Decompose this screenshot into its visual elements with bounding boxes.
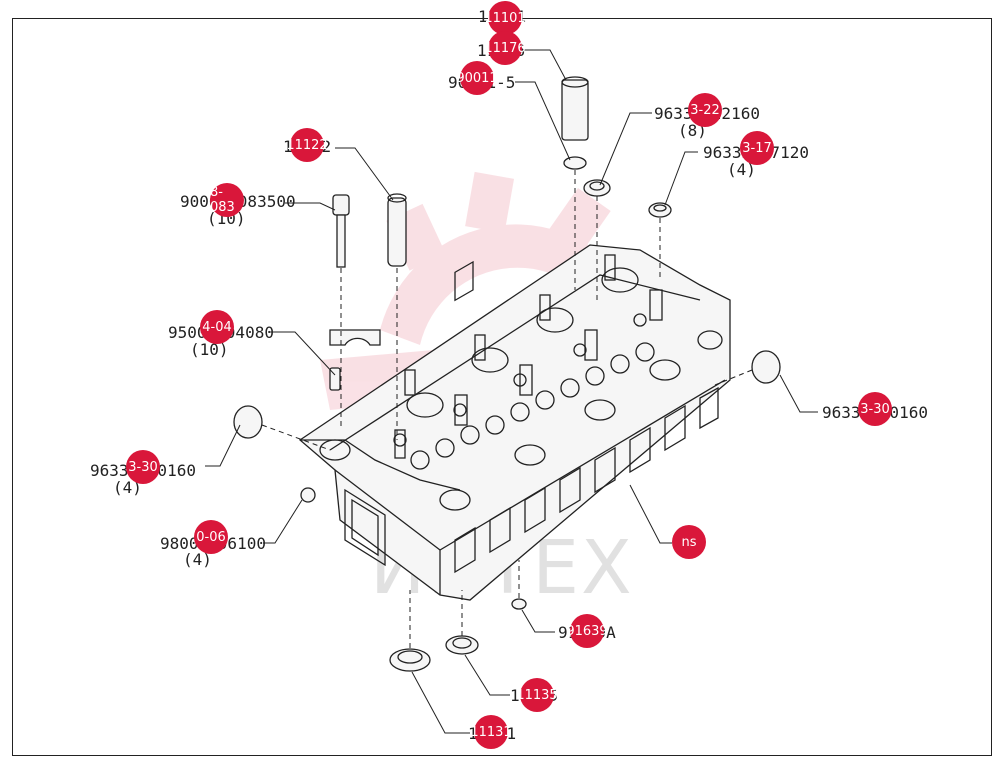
part-qty-98000-06100: (4)	[183, 550, 212, 569]
cam-cap	[329, 329, 381, 346]
valve-guide	[387, 193, 407, 267]
hotspot-badge-11122[interactable]: 11122	[286, 128, 328, 162]
cylinder-head	[298, 244, 731, 601]
hotspot-badge-90011[interactable]: 90011	[456, 61, 498, 95]
hotspot-badge-96333-30-right[interactable]: 3-30	[858, 392, 892, 426]
hotspot-badge-91639[interactable]: 91639	[566, 614, 608, 648]
bolt	[332, 194, 350, 268]
bottom-seals	[389, 598, 527, 672]
ball-plug	[300, 487, 316, 503]
dowel-pin	[329, 367, 341, 391]
part-qty-96333-17120: (4)	[727, 160, 756, 179]
part-qty-95004-04080: (10)	[190, 340, 229, 359]
hotspot-badge-96333-22[interactable]: 3-22	[688, 93, 722, 127]
hotspot-badge-11101[interactable]: 11101	[484, 1, 526, 35]
hotspot-badge-95004-04[interactable]: 4-04	[200, 310, 234, 344]
injector-sleeve	[561, 76, 589, 170]
hotspot-badge-11135[interactable]: 11135	[516, 678, 558, 712]
hotspot-badge-11176[interactable]: 11176	[484, 31, 526, 65]
hotspot-badge-96333-30-left[interactable]: 3-30	[126, 450, 160, 484]
part-qty-96333-30160-left: (4)	[113, 478, 142, 497]
hotspot-badge-98000-06[interactable]: 0-06	[194, 520, 228, 554]
hotspot-badge-90068-083[interactable]: 8-083	[210, 183, 244, 217]
oil-seal-top	[583, 179, 672, 218]
plug-left	[233, 350, 781, 439]
hotspot-badge-96333-17[interactable]: 3-17	[740, 131, 774, 165]
hotspot-badge-ns[interactable]: ns	[672, 525, 706, 559]
hotspot-badge-11131[interactable]: 11131	[470, 715, 512, 749]
